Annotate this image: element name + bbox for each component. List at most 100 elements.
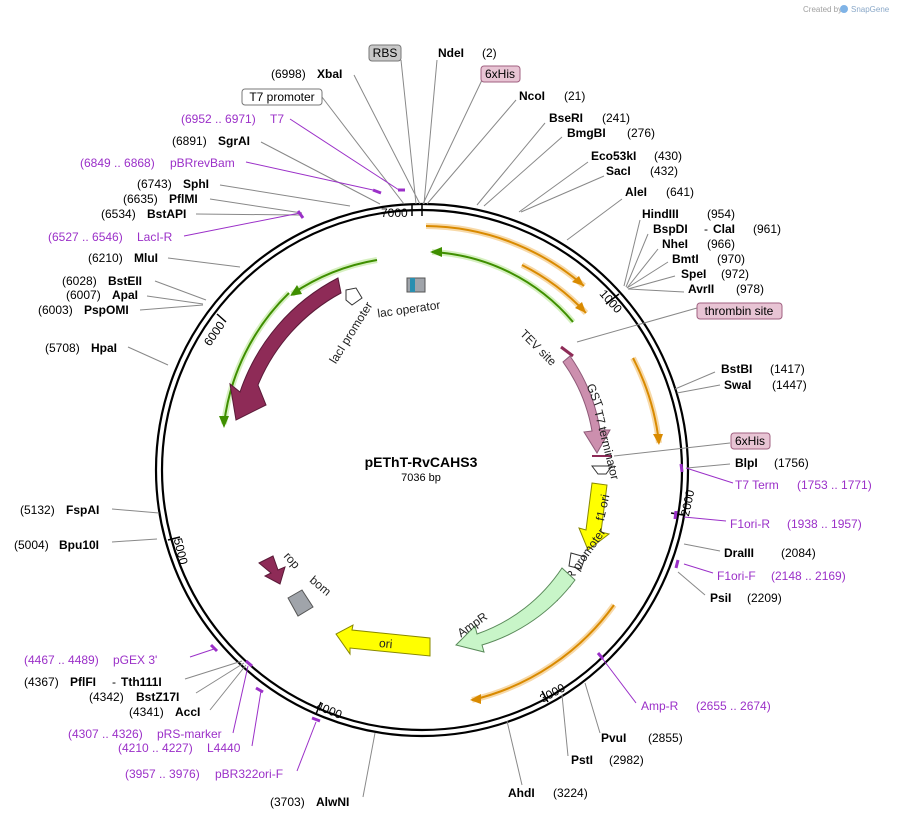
- tick-6000-line: [216, 313, 227, 323]
- enzyme-pos: (5708): [45, 341, 80, 355]
- primer-mark-pbr322ori-f: [311, 716, 321, 723]
- primer-range: (4467 .. 4489): [24, 653, 99, 667]
- primer-range: (4210 .. 4227): [118, 741, 193, 755]
- enzyme-name: BstBI: [721, 362, 752, 376]
- enzyme-name: BstAPI: [147, 207, 186, 221]
- leader-pflfi: [184, 660, 243, 680]
- primer-name: pGEX 3': [113, 653, 157, 667]
- primer-name: pBR322ori-F: [215, 767, 283, 781]
- leader-bmgbi: [483, 136, 563, 207]
- enzyme-pos: (2084): [781, 546, 816, 560]
- thrombin-box: [696, 302, 783, 320]
- enzyme-name: SphI: [183, 177, 209, 191]
- tev-site-marker: [560, 345, 574, 358]
- orf-arcs: [425, 223, 663, 704]
- primer-name: pBRrevBam: [170, 156, 235, 170]
- enzyme-name: PvuI: [601, 731, 626, 745]
- lacI-arrow: [229, 277, 342, 421]
- tev-site-label: TEV site: [517, 327, 559, 369]
- leader-mlui: [167, 257, 241, 268]
- f1-ori-arrow: [578, 482, 611, 551]
- leader-bpu10i: [111, 538, 158, 543]
- primer-name: T7: [270, 112, 284, 126]
- enzyme-name: Eco53kI: [591, 149, 636, 163]
- lacI-promoter-arrow: [345, 287, 363, 306]
- primer-leader-l4440: [251, 690, 262, 747]
- enzyme-pos: (1417): [770, 362, 805, 376]
- tick-2000: 2000: [678, 488, 697, 517]
- lacI-promoter-label: lacI promoter: [326, 299, 375, 366]
- leader-ahdi: [506, 720, 523, 786]
- primer-labels: T7 Term (1753 .. 1771) F1ori-R (1938 .. …: [24, 112, 872, 781]
- enzyme-name: ClaI: [713, 222, 735, 236]
- primer-range: (2148 .. 2169): [771, 569, 846, 583]
- leader-ndei: [423, 59, 438, 205]
- enzyme-pos: (966): [707, 237, 735, 251]
- primer-leader-f1ori-r: [683, 516, 727, 522]
- leader-t7-promoter: [321, 96, 405, 205]
- leader-his-right: [613, 442, 731, 457]
- f1-ori-label: f1 ori: [593, 493, 612, 522]
- enzyme-pos: (3224): [553, 786, 588, 800]
- rbs-label: RBS: [373, 46, 398, 60]
- enzyme-pos: (6007): [66, 288, 101, 302]
- leader-xbai: [353, 74, 421, 205]
- enzyme-sep: -: [112, 675, 116, 689]
- lac-operator-box: [406, 277, 426, 293]
- his-right-label: 6xHis: [735, 434, 765, 448]
- enzyme-name: PflFI: [70, 675, 96, 689]
- primer-range: (1753 .. 1771): [797, 478, 872, 492]
- enzyme-name: AccI: [175, 705, 200, 719]
- enzyme-name: BstEII: [108, 274, 142, 288]
- enzyme-name: AleI: [625, 185, 647, 199]
- enzyme-name: XbaI: [317, 67, 342, 81]
- enzyme-name: SacI: [606, 164, 631, 178]
- enzyme-name: PspOMI: [84, 303, 129, 317]
- primer-mark-t7term: [679, 463, 684, 473]
- primer-range: (6849 .. 6868): [80, 156, 155, 170]
- plasmid-title: pEThT-RvCAHS3 7036 bp: [365, 454, 478, 484]
- orf-arc-halo-3: [630, 356, 662, 444]
- leader-ncoi: [426, 99, 517, 205]
- brand-created-by: Created by: [803, 5, 842, 14]
- primer-leader-pgex: [189, 648, 215, 658]
- primer-leader-f1ori-f: [683, 563, 714, 574]
- primer-leader-prs-marker: [232, 665, 249, 734]
- tick-1000: 1000: [597, 287, 625, 316]
- leader-pspomi: [139, 304, 204, 311]
- leader-swai: [676, 384, 721, 394]
- leader-avrii: [627, 288, 685, 293]
- orf-green-arcs: [219, 247, 576, 428]
- enzyme-pos: (276): [627, 126, 655, 140]
- his-top-box: [480, 65, 521, 83]
- enzyme-pos: (4367): [24, 675, 59, 689]
- enzyme-name: BlpI: [735, 456, 758, 470]
- enzyme-pos: (6891): [172, 134, 207, 148]
- primer-mark-pbrrevbam: [372, 188, 382, 195]
- enzyme-name: SwaI: [724, 378, 751, 392]
- label-leader-lines: [111, 59, 731, 798]
- tick-4000-line: [315, 701, 322, 715]
- enzyme-name: BstZ17I: [136, 690, 179, 704]
- leader-draiii: [683, 543, 721, 552]
- enzyme-pos: (6028): [62, 274, 97, 288]
- enzyme-name: SpeI: [681, 267, 706, 281]
- enzyme-pos: (6003): [38, 303, 73, 317]
- leader-eco53ki: [518, 161, 589, 213]
- ori-label: ori: [378, 636, 393, 651]
- bom-box: [287, 589, 314, 617]
- enzyme-labels: NdeI (2) NcoI (21) BseRI (241) BmgBI (27…: [14, 46, 816, 809]
- primer-range: (3957 .. 3976): [125, 767, 200, 781]
- lac-operator-label: lac operator: [376, 298, 441, 321]
- primer-leader-ampr: [601, 657, 637, 704]
- rop-arrow: [258, 555, 286, 585]
- enzyme-pos: (6210): [88, 251, 123, 265]
- leader-his-top: [422, 79, 483, 205]
- primer-name: L4440: [207, 741, 241, 755]
- gst-arrow: [562, 355, 611, 454]
- enzyme-name: Bpu10I: [59, 538, 99, 552]
- tick-5000: 5000: [171, 537, 191, 567]
- enzyme-pos: (6998): [271, 67, 306, 81]
- enzyme-name: Tth111I: [121, 675, 162, 689]
